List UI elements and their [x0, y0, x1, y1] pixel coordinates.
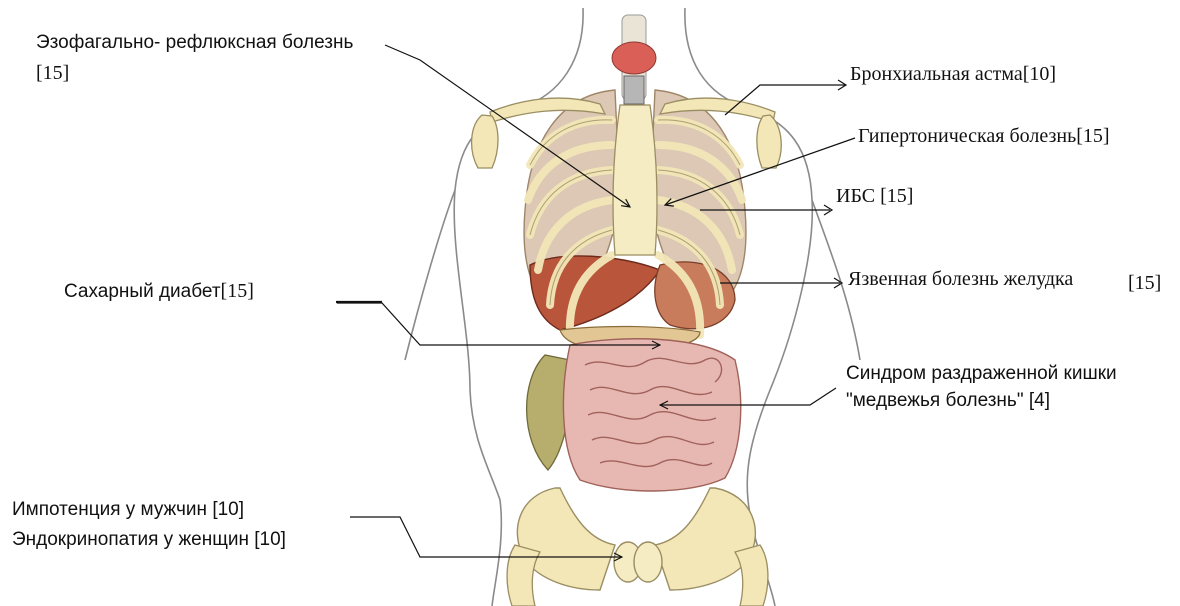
label-ulcer: Язвенная болезнь желудка: [848, 268, 1073, 290]
neck-organs: [612, 15, 656, 104]
label-ihd: ИБС [15]: [836, 185, 913, 207]
label-impotence: Импотенция у мужчин [10]: [12, 500, 244, 521]
small-intestine: [563, 339, 740, 491]
label-ibs-line2: "медвежья болезнь" [4]: [846, 391, 1050, 412]
label-diabetes-main: Сахарный диабет: [64, 281, 221, 302]
label-gerd-line1: Эзофагально- рефлюксная болезнь: [36, 33, 353, 54]
label-ulcer-ref: [15]: [1128, 272, 1161, 294]
label-diabetes: Сахарный диабет[15]: [64, 280, 254, 303]
sternum: [613, 105, 657, 255]
label-diabetes-ref: [15]: [221, 280, 254, 302]
label-hypertension: Гипертоническая болезнь[15]: [858, 125, 1110, 147]
label-ibs-line1: Синдром раздраженной кишки: [846, 364, 1117, 385]
label-gerd-line2: [15]: [36, 62, 69, 84]
thyroid-gland: [612, 42, 656, 74]
label-asthma: Бронхиальная астма[10]: [850, 63, 1056, 85]
label-endocrinopathy: Эндокринопатия у женщин [10]: [12, 530, 286, 551]
pelvis: [517, 488, 755, 590]
label-arrowheads: [824, 80, 846, 288]
